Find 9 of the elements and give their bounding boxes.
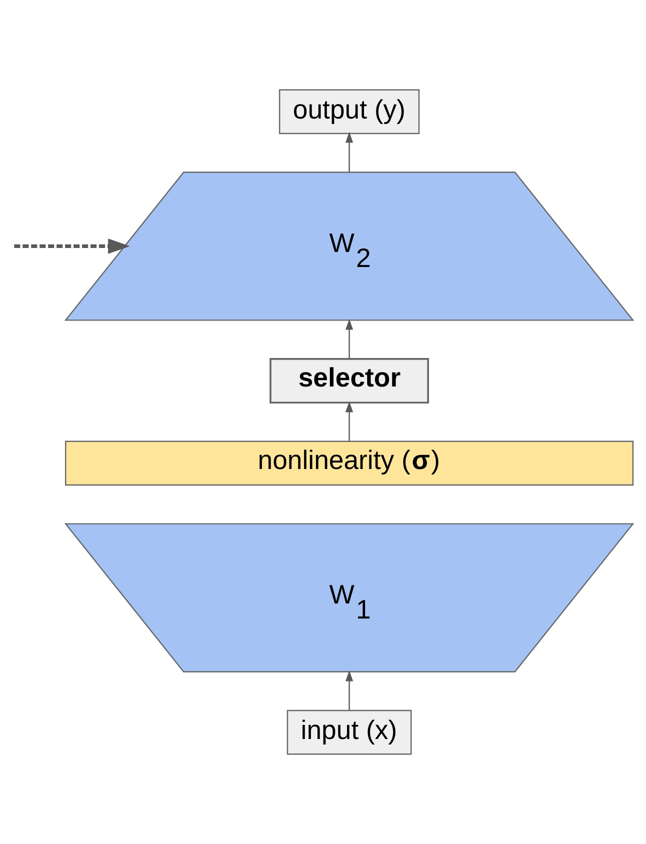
- arrow: [345, 132, 354, 172]
- arrow: [345, 670, 354, 710]
- node-box: output (y): [278, 89, 420, 134]
- node-box: input (x): [286, 710, 412, 755]
- arrow: [345, 318, 354, 359]
- node-box: nonlinearity (σ): [65, 440, 634, 486]
- arrow: [345, 401, 354, 441]
- node-box: selector: [270, 358, 429, 404]
- arrow: [14, 238, 130, 254]
